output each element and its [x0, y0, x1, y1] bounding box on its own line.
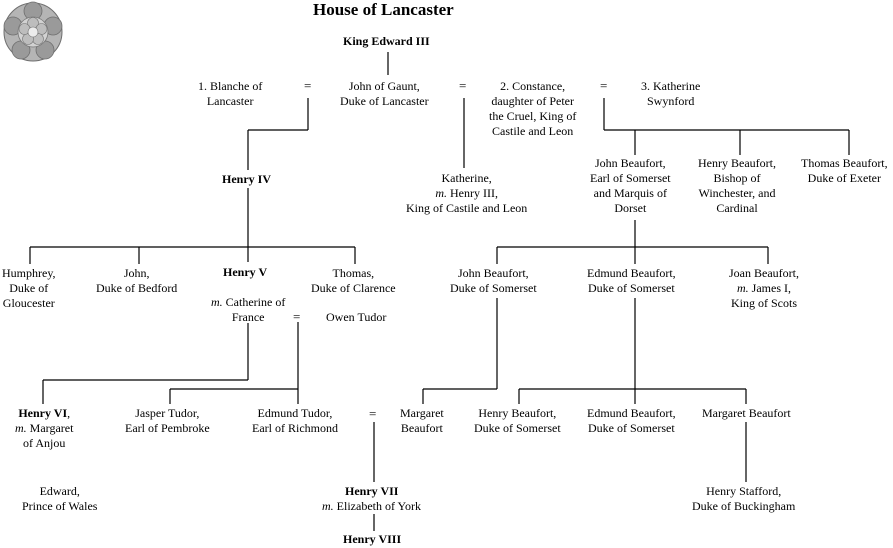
person-john-beaufort-earl: John Beaufort,Earl of Somerset and Marqu…: [590, 156, 671, 215]
person-henry-beaufort-duke: Henry Beaufort,Duke of Somerset: [474, 406, 561, 435]
marriage-symbol: =: [304, 78, 312, 93]
person-edmund-tudor: Edmund Tudor,Earl of Richmond: [252, 406, 338, 435]
marriage-symbol: =: [293, 309, 301, 324]
person-owen-tudor: Owen Tudor: [326, 310, 387, 324]
person-margaret-beaufort-2: Margaret Beaufort: [702, 406, 791, 420]
person-edward-prince-of-wales: Edward,Prince of Wales: [22, 484, 98, 513]
person-elizabeth-of-york: m. Elizabeth of York: [322, 499, 421, 513]
person-katherine: Katherine, m. Henry III, King of Castile…: [406, 171, 528, 215]
person-henry-beaufort-cardinal: Henry Beaufort,Bishop of Winchester, and…: [698, 156, 776, 215]
person-edward-iii: King Edward III: [343, 34, 430, 48]
person-henry-viii: Henry VIII: [343, 532, 402, 546]
person-henry-v: Henry V: [223, 265, 268, 279]
person-catherine-of-france: m. Catherine of France: [211, 295, 286, 324]
marriage-symbol: =: [459, 78, 467, 93]
person-john-bedford: John,Duke of Bedford: [96, 266, 178, 295]
page-title: House of Lancaster: [313, 0, 454, 19]
person-henry-iv: Henry IV: [222, 172, 271, 186]
person-joan-beaufort: Joan Beaufort, m. James I, King of Scots: [729, 266, 799, 310]
person-john-beaufort-duke: John Beaufort,Duke of Somerset: [450, 266, 537, 295]
person-henry-vi: Henry VI, m. Margaret of Anjou: [15, 406, 74, 450]
person-henry-vii: Henry VII: [345, 484, 399, 498]
person-thomas-clarence: Thomas,Duke of Clarence: [311, 266, 396, 295]
person-john-of-gaunt: John of Gaunt,Duke of Lancaster: [340, 79, 429, 108]
marriage-symbol: =: [600, 78, 608, 93]
person-thomas-beaufort: Thomas Beaufort,Duke of Exeter: [801, 156, 888, 185]
tudor-rose-icon: [3, 1, 63, 62]
person-jasper-tudor: Jasper Tudor,Earl of Pembroke: [125, 406, 210, 435]
person-edmund-beaufort: Edmund Beaufort,Duke of Somerset: [587, 266, 676, 295]
person-henry-stafford: Henry Stafford,Duke of Buckingham: [692, 484, 796, 513]
person-constance: 2. Constance,daughter of Peter the Cruel…: [489, 79, 577, 138]
person-edmund-beaufort-duke: Edmund Beaufort,Duke of Somerset: [587, 406, 676, 435]
marriage-symbol: =: [369, 406, 377, 421]
